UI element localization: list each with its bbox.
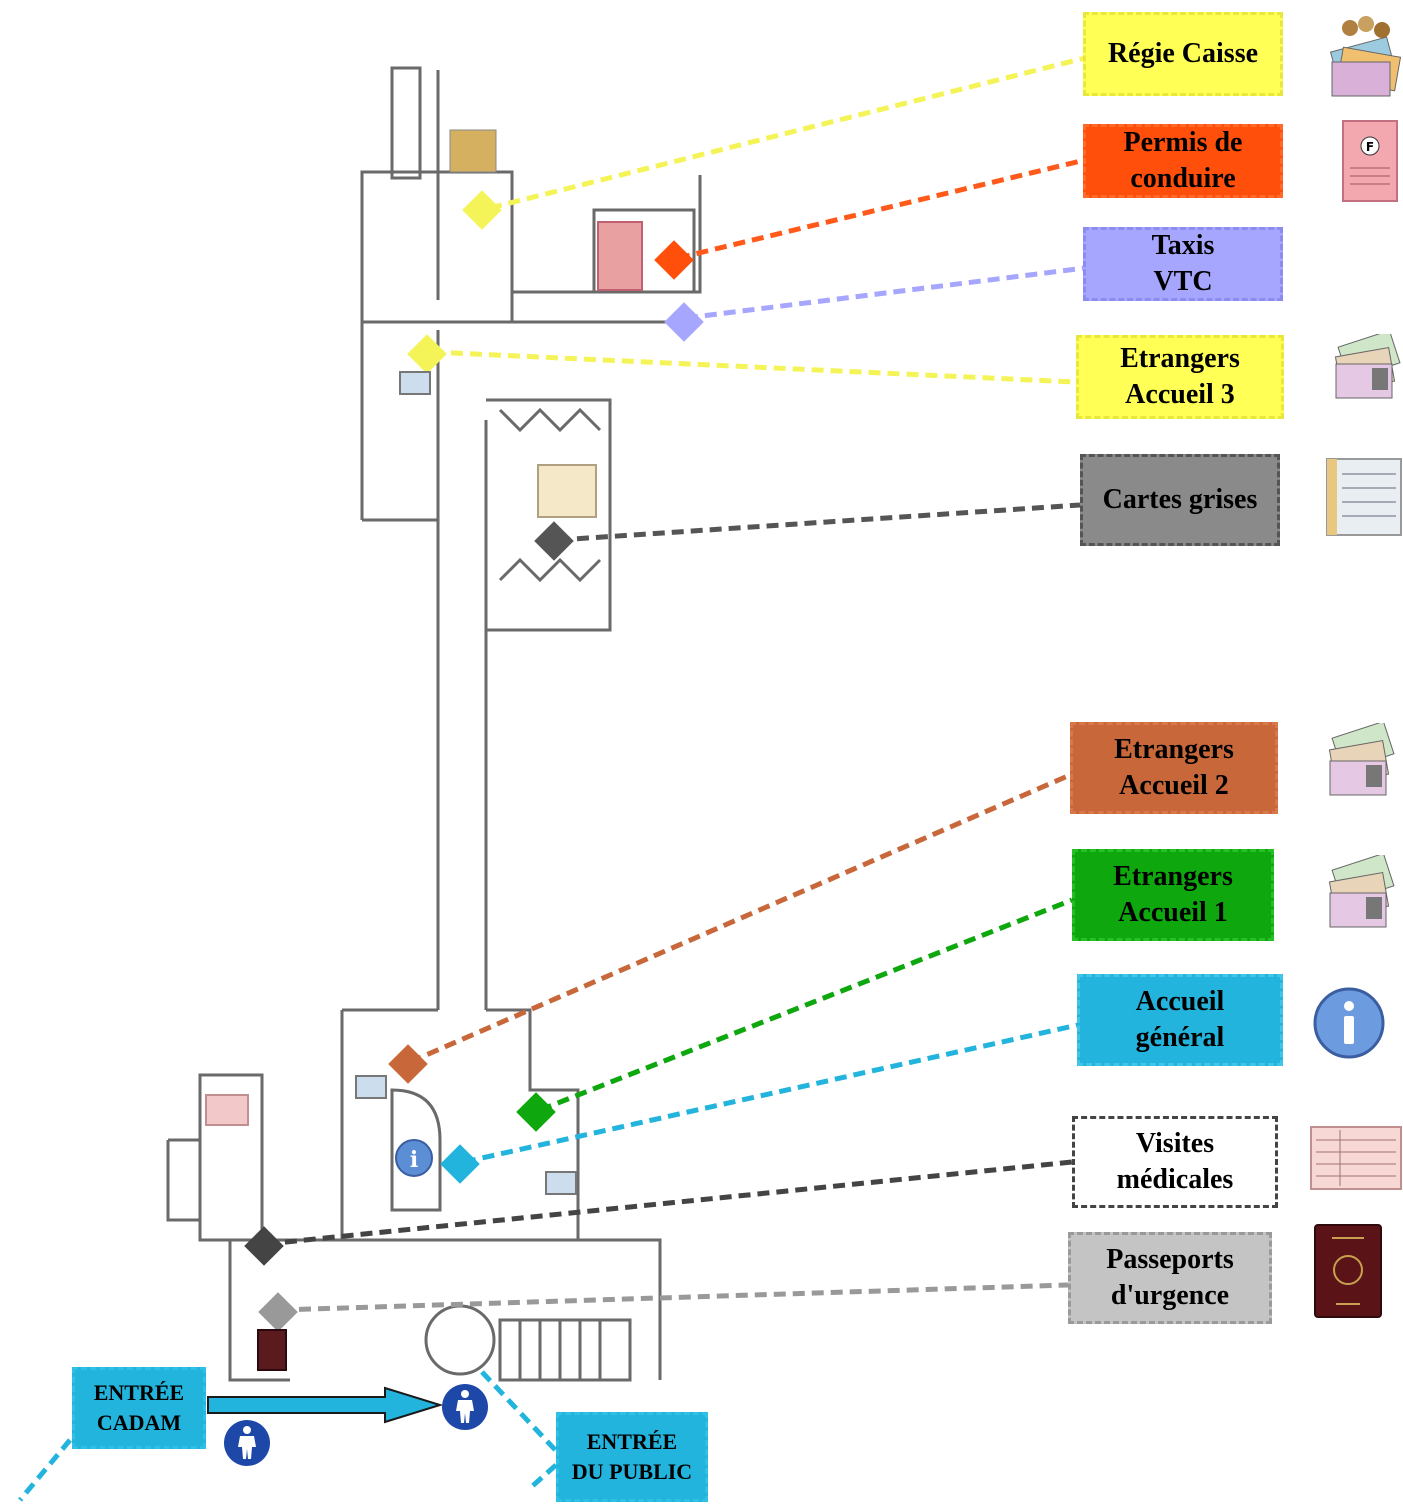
label-taxis: Taxis VTC <box>1083 227 1283 301</box>
info-icon <box>1313 987 1385 1059</box>
registration-document-icon <box>1326 458 1402 536</box>
label-accueil: Accueil général <box>1077 974 1283 1066</box>
pedestrian-icon <box>224 1420 270 1466</box>
pedestrian-icon <box>442 1384 488 1430</box>
driving-licence-icon: F <box>1342 120 1398 202</box>
label-etrangers-2: Etrangers Accueil 2 <box>1070 722 1278 814</box>
svg-text:i: i <box>410 1147 418 1173</box>
label-etrangers-3: Etrangers Accueil 3 <box>1076 335 1284 419</box>
label-visites: Visites médicales <box>1072 1116 1278 1208</box>
medical-form-icon <box>1310 1126 1402 1190</box>
id-cards-icon <box>1328 855 1395 928</box>
passport-icon <box>1314 1224 1382 1318</box>
label-entree-cadam: ENTRÉE CADAM <box>72 1367 206 1449</box>
id-cards-icon <box>1334 334 1401 399</box>
id-cards-icon <box>1328 723 1395 796</box>
money-icon <box>1330 16 1402 97</box>
label-entree-public: ENTRÉE DU PUBLIC <box>556 1412 708 1502</box>
label-permis: Permis de conduire <box>1083 124 1283 198</box>
label-regie-caisse: Régie Caisse <box>1083 12 1283 96</box>
svg-text:F: F <box>1366 140 1374 154</box>
label-passeports: Passeports d'urgence <box>1068 1232 1272 1324</box>
label-etrangers-1: Etrangers Accueil 1 <box>1072 849 1274 941</box>
label-cartes-grises: Cartes grises <box>1080 454 1280 546</box>
